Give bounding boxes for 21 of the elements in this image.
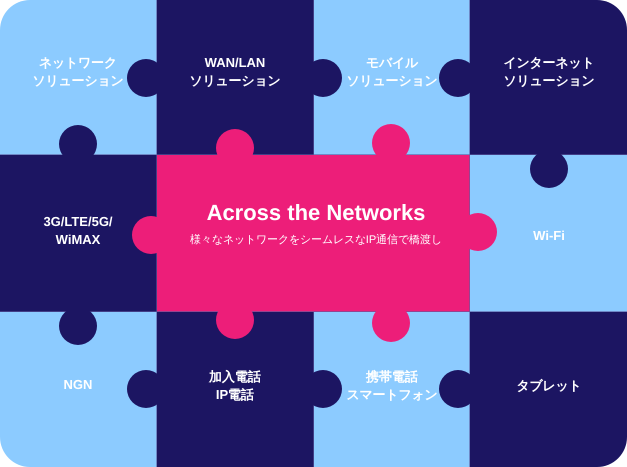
puzzle-piece — [0, 155, 157, 312]
piece-label: WAN/LANソリューション — [189, 54, 281, 90]
piece-label: NGN — [63, 376, 93, 394]
puzzle-piece — [157, 312, 314, 467]
piece-label: タブレット — [516, 377, 582, 395]
puzzle-piece — [470, 0, 627, 155]
subtitle: 様々なネットワークをシームレスなIP通信で橋渡し — [189, 232, 443, 248]
puzzle-piece — [0, 312, 157, 467]
puzzle-piece — [470, 155, 627, 312]
piece-label: 加入電話IP電話 — [208, 368, 262, 404]
piece-label: Wi-Fi — [532, 227, 566, 245]
heading: Across the Networks — [206, 200, 426, 226]
piece-label: モバイルソリューション — [346, 54, 438, 90]
piece-label: 3G/LTE/5G/ WiMAX — [42, 213, 114, 249]
piece-label: 携帯電話スマートフォン — [346, 368, 438, 404]
puzzle-piece — [157, 0, 314, 155]
piece-label: インターネットソリューション — [503, 54, 595, 90]
puzzle-piece — [470, 312, 627, 467]
puzzle-piece — [157, 155, 470, 312]
puzzle-piece — [0, 0, 157, 155]
piece-label: ネットワークソリューション — [32, 54, 124, 90]
